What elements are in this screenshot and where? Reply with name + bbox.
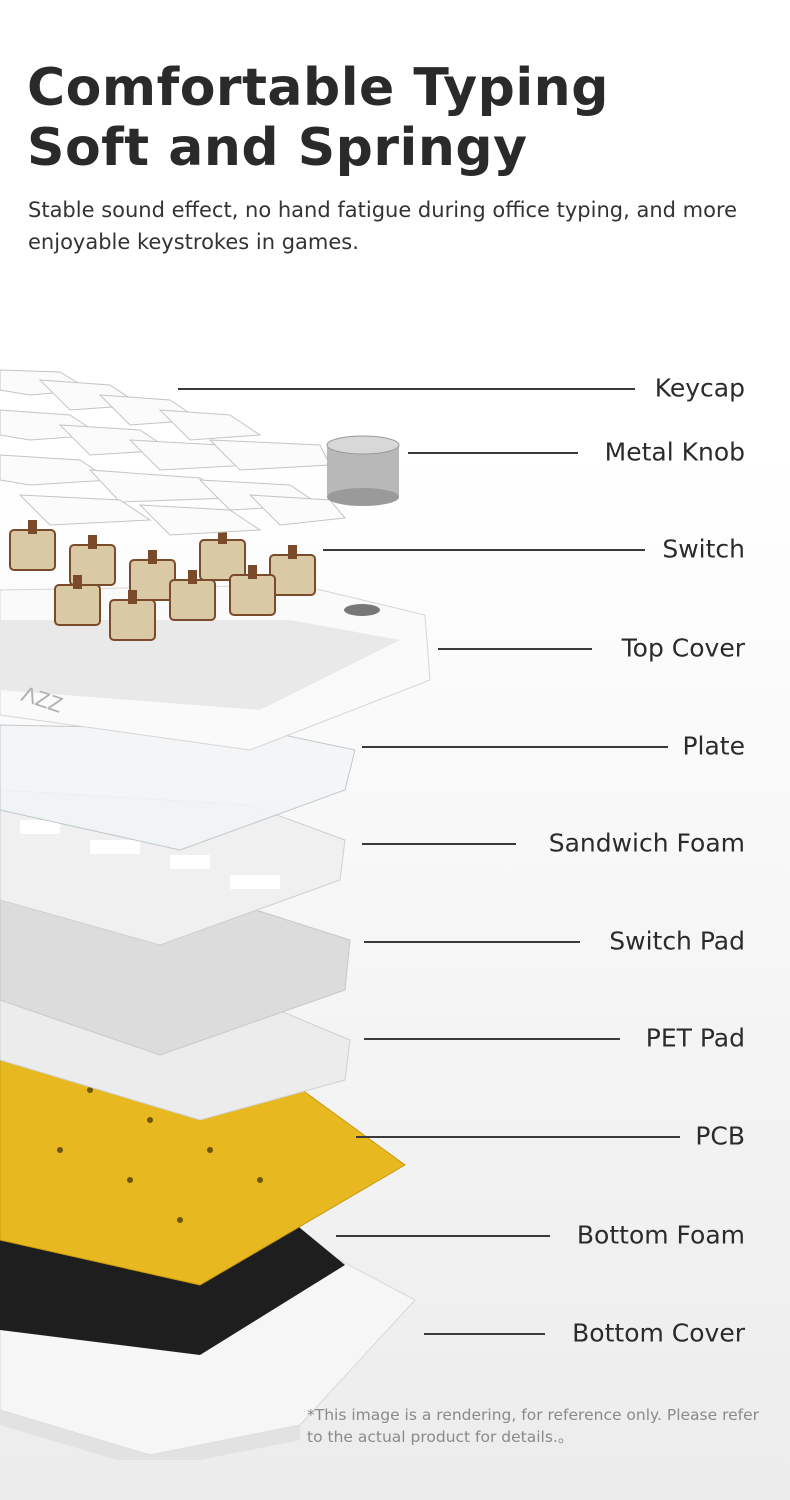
label-switch: Switch — [662, 534, 745, 564]
keycaps-art — [0, 369, 346, 536]
sandwich-foam-leader-line — [362, 843, 516, 845]
plate-leader-line — [362, 746, 668, 748]
label-pet-pad: PET Pad — [645, 1023, 745, 1053]
label-metal-knob: Metal Knob — [604, 437, 745, 467]
title-line-1: Comfortable Typing — [27, 58, 609, 118]
bottom-cover-leader-line — [424, 1333, 545, 1335]
metal-knob-leader-line — [408, 452, 578, 454]
subtitle: Stable sound effect, no hand fatigue dur… — [28, 198, 738, 254]
label-plate: Plate — [682, 731, 745, 761]
top-cover-leader-line — [438, 648, 592, 650]
pcb-leader-line — [356, 1136, 680, 1138]
metal-knob-art — [326, 435, 400, 506]
switch-pad-leader-line — [364, 941, 580, 943]
switches-art — [9, 520, 316, 641]
exploded-keyboard-illustration: ΛZZ — [0, 369, 431, 1460]
label-top-cover: Top Cover — [621, 633, 745, 663]
footnote: *This image is a rendering, for referenc… — [307, 1406, 760, 1446]
label-keycap: Keycap — [654, 373, 745, 403]
label-sandwich-foam: Sandwich Foam — [548, 828, 745, 858]
label-switch-pad: Switch Pad — [609, 926, 745, 956]
page-title: Comfortable Typing Soft and Springy — [27, 58, 609, 178]
label-bottom-foam: Bottom Foam — [576, 1220, 745, 1250]
top-cover-art: ΛZZ — [0, 584, 431, 751]
pet-pad-leader-line — [364, 1038, 620, 1040]
label-pcb: PCB — [695, 1121, 745, 1151]
switch-leader-line — [323, 549, 645, 551]
title-line-2: Soft and Springy — [27, 118, 528, 178]
bottom-foam-leader-line — [336, 1235, 550, 1237]
label-bottom-cover: Bottom Cover — [572, 1318, 745, 1348]
keycap-leader-line — [178, 388, 635, 390]
